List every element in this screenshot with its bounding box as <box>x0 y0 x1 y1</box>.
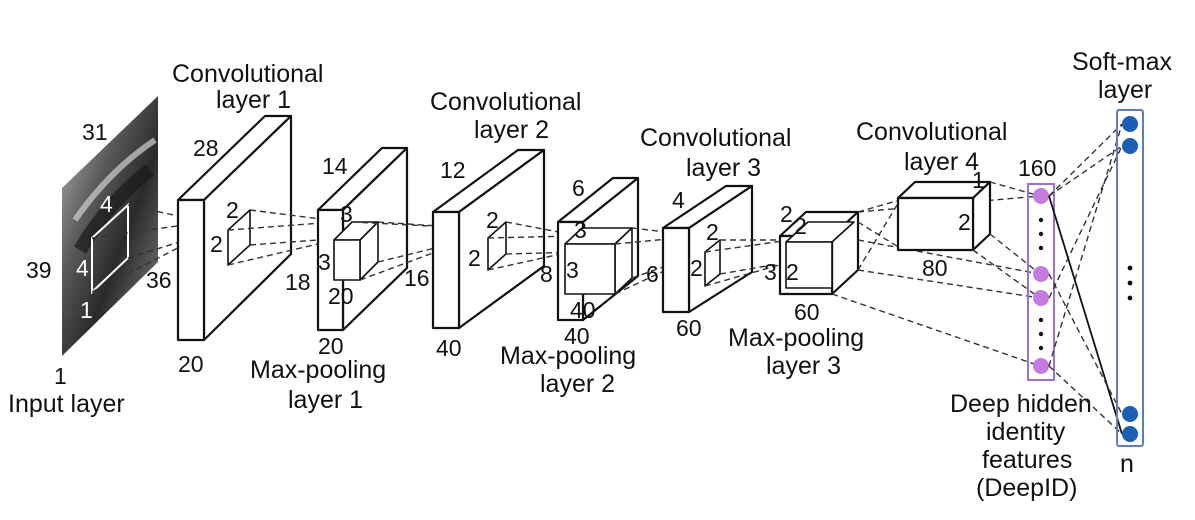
conv1-height-label: 36 <box>146 267 172 293</box>
pool3-block: 2 3 60 2 2 Max-pooling layer 3 <box>728 201 864 380</box>
input-layer-label: Input layer <box>8 390 125 418</box>
pool3-depth-label: 60 <box>794 299 820 325</box>
pool2-filter-w-label: 3 <box>574 217 587 243</box>
deepid-node <box>1033 290 1049 306</box>
softmax-node <box>1122 406 1138 422</box>
pool2-block: 6 8 40 3 3 40 Max-pooling layer 2 <box>500 175 640 398</box>
conv2-block: Convolutional layer 2 12 16 40 2 2 <box>404 88 582 361</box>
pool1-filter-h-label: 3 <box>318 249 331 275</box>
deepid-caption-line3: features <box>982 446 1072 474</box>
conv1-title-line2: layer 1 <box>216 86 291 114</box>
softmax-title-line2-visible: layer <box>1098 76 1152 104</box>
conv1-filter-h-label: 2 <box>210 231 223 257</box>
pool2-filter-h-label: 3 <box>566 257 579 283</box>
softmax-node <box>1122 116 1138 132</box>
softmax-size-label: n <box>1120 450 1134 478</box>
pool1-filter-d-label: 20 <box>328 283 354 309</box>
softmax-vector-box <box>1116 109 1144 447</box>
input-filter-w-label: 4 <box>100 191 113 217</box>
connector-pool3-conv4 <box>831 195 1041 367</box>
pool2-width-label: 6 <box>572 175 585 201</box>
pool3-title-line1: Max-pooling <box>728 324 864 352</box>
conv1-filter-w-label: 2 <box>226 197 239 223</box>
softmax-node <box>1122 138 1138 154</box>
conv3-width-label: 4 <box>672 187 685 213</box>
pool1-depth-label: 20 <box>318 333 344 359</box>
conv2-filter-h-label: 2 <box>468 245 481 271</box>
conv1-depth-label: 20 <box>178 351 204 377</box>
conv1-width-label: 28 <box>193 135 219 161</box>
pool3-height-label: 3 <box>764 259 777 285</box>
conv2-depth-label: 40 <box>436 335 462 361</box>
input-filter-h-label: 4 <box>76 255 89 281</box>
pool3-filter-h-label: 2 <box>786 259 799 285</box>
deepid-vector-box <box>1027 183 1055 381</box>
conv2-title-line1: Convolutional <box>430 88 582 116</box>
deepid-ellipsis-lower <box>1038 317 1044 351</box>
input-face-eye <box>73 164 155 254</box>
deepid-caption-line1: Deep hidden <box>950 390 1092 418</box>
pool2-height-label: 8 <box>540 261 553 287</box>
conv3-depth-label: 60 <box>676 315 702 341</box>
softmax-layer: Soft-max layer n <box>1072 48 1173 478</box>
pool2-filter-d-label: 40 <box>570 297 596 323</box>
conv4-height-label: 2 <box>958 209 971 235</box>
deepid-node <box>1033 266 1049 282</box>
input-layer: 31 39 1 4 4 1 Input layer <box>8 96 158 418</box>
deepid-node <box>1033 358 1049 374</box>
conv2-width-label: 12 <box>440 157 466 183</box>
conv2-filter-w-label: 2 <box>486 207 499 233</box>
conv2-title-line2: layer 2 <box>474 116 549 144</box>
pool1-height-label: 18 <box>285 269 311 295</box>
input-width-label: 31 <box>82 119 108 145</box>
conv4-title-line2: layer 4 <box>904 148 979 176</box>
conv4-title-line1: Convolutional <box>856 118 1008 146</box>
pool3-title-line2: layer 3 <box>766 352 841 380</box>
conv4-depth-label: 80 <box>922 255 948 281</box>
connector-deepid-softmax <box>1048 123 1123 435</box>
pool1-width-label: 14 <box>322 153 348 179</box>
pool3-filter-w-label: 2 <box>794 213 807 239</box>
connector-conv4-deepid <box>972 181 1041 299</box>
pool1-title-line2: layer 1 <box>288 386 363 414</box>
conv3-title-line2: layer 3 <box>686 154 761 182</box>
deepid-caption-line2: identity <box>986 418 1066 446</box>
pool2-title-line1: Max-pooling <box>500 342 636 370</box>
pool2-title-line2: layer 2 <box>540 370 615 398</box>
conv2-height-label: 16 <box>404 265 430 291</box>
conv1-title-line1: Convolutional <box>172 60 324 88</box>
softmax-ellipsis <box>1127 265 1133 301</box>
deepid-size-label: 160 <box>1018 155 1056 181</box>
softmax-title-line1: Soft-max <box>1072 48 1173 76</box>
conv3-block: Convolutional layer 3 4 6 60 2 2 <box>640 124 792 341</box>
deepid-ellipsis-upper <box>1038 217 1044 251</box>
softmax-node <box>1122 426 1138 442</box>
input-depth-label: 1 <box>54 363 67 389</box>
conv4-width-label: 1 <box>972 167 985 193</box>
conv1-block: Convolutional layer 1 28 36 20 2 2 <box>146 60 324 377</box>
deepid-caption-line4: (DeepID) <box>976 474 1077 502</box>
deepid-node <box>1033 188 1049 204</box>
pool1-block: 14 18 20 3 3 20 Max-pooling layer 1 <box>250 146 409 414</box>
input-stride-label: 1 <box>80 297 93 323</box>
pool1-title-line1: Max-pooling <box>250 356 386 384</box>
pool3-width-label: 2 <box>780 201 793 227</box>
conv3-filter-h-label: 2 <box>690 255 703 281</box>
input-height-label: 39 <box>26 257 52 283</box>
conv4-block: Convolutional layer 4 1 2 80 <box>856 118 1008 281</box>
conv3-title-line1: Convolutional <box>640 124 792 152</box>
input-face-brow <box>72 137 157 222</box>
input-face-image <box>62 96 158 356</box>
pool2-depth-label: 40 <box>564 323 590 349</box>
pool1-filter-w-label: 3 <box>340 201 353 227</box>
connector-conv3-pool3 <box>704 239 791 287</box>
conv3-filter-w-label: 2 <box>706 219 719 245</box>
deepid-layer: 160 Deep hidden identity features (DeepI… <box>950 155 1092 502</box>
conv3-height-label: 6 <box>646 261 659 287</box>
